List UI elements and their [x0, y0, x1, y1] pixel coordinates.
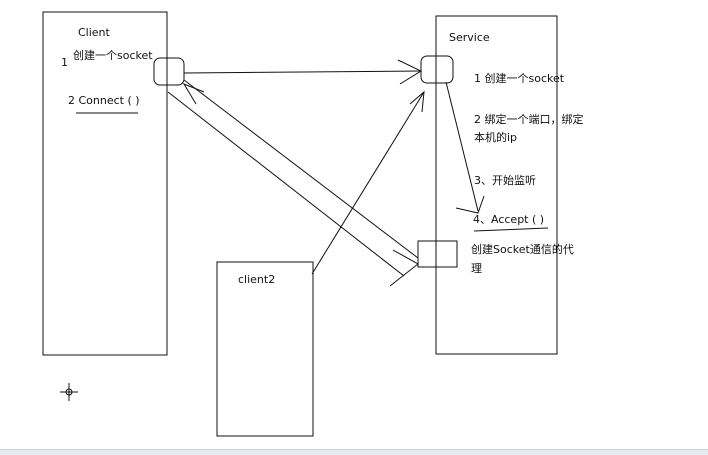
- proxy-link-lower: [167, 91, 405, 277]
- client-step2-text: 2 Connect ( ): [68, 94, 140, 107]
- client2-box: [216, 261, 314, 437]
- service-step2-line1: 2 绑定一个端口，绑定: [474, 113, 584, 126]
- client-box: [42, 11, 168, 356]
- service-flow-line: [445, 81, 479, 212]
- client-socket: [153, 57, 185, 86]
- client2-title: client2: [238, 273, 276, 286]
- client2-arrowhead: [409, 90, 425, 113]
- proxy-link-upper: [183, 79, 419, 259]
- service-step3: 3、开始监听: [474, 174, 536, 187]
- service-step4-text: Accept ( ): [491, 213, 545, 226]
- accept-underline: [473, 227, 549, 232]
- service-step1: 1 创建一个socket: [474, 72, 565, 85]
- connect-arrow-line: [183, 70, 422, 74]
- service-socket: [420, 55, 454, 84]
- proxy-socket: [417, 240, 458, 268]
- client-step1-num: 1: [61, 56, 68, 69]
- service-step2-line2: 本机的ip: [474, 131, 518, 144]
- service-title: Service: [449, 31, 490, 44]
- client-title: Client: [78, 26, 110, 39]
- crosshair-cursor-icon: [60, 383, 78, 401]
- window-bottom-strip: [0, 449, 708, 455]
- proxy-label-line2: 理: [471, 262, 482, 275]
- connect-arrowhead: [397, 59, 423, 85]
- service-box: [435, 15, 558, 355]
- service-flow-arrowhead: [455, 195, 485, 214]
- client-step1-text: 创建一个socket: [73, 49, 153, 62]
- proxy-link-arrowhead: [389, 249, 419, 287]
- client2-arrow-line: [311, 91, 425, 275]
- service-step4-num: 4、: [473, 213, 491, 226]
- client-back-arrowhead: [182, 82, 205, 105]
- proxy-label-line1: 创建Socket通信的代: [471, 243, 574, 256]
